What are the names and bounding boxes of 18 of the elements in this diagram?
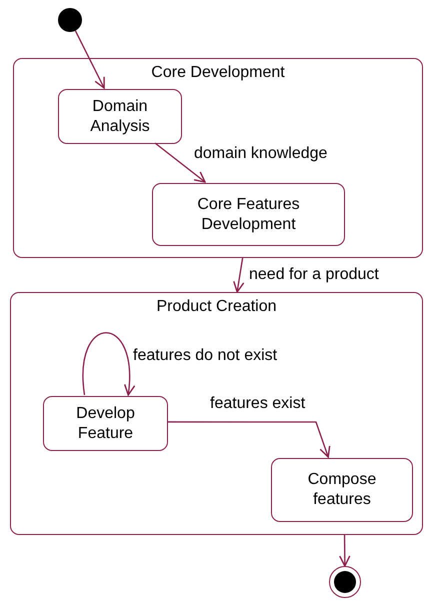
state-box: Core Features Development xyxy=(152,183,345,246)
group-title: Core Development xyxy=(151,64,285,81)
composite-state-box xyxy=(10,292,423,535)
group-title: Product Creation xyxy=(156,298,277,315)
transition-arrow xyxy=(74,30,105,89)
transition-arrow xyxy=(167,421,330,458)
composite-state-box xyxy=(13,58,423,258)
transition-arrow xyxy=(82,332,135,396)
transition-arrow xyxy=(233,258,244,293)
state-box: Compose features xyxy=(271,458,413,522)
state-box: Domain Analysis xyxy=(58,89,182,144)
transition-arrow xyxy=(339,535,350,567)
edge-label: need for a product xyxy=(247,266,381,284)
edge-label: domain knowledge xyxy=(192,145,330,163)
state-box: Develop Feature xyxy=(43,396,168,451)
start-state-icon xyxy=(58,8,82,32)
end-state-icon xyxy=(329,566,361,598)
transition-arrow xyxy=(154,142,206,183)
